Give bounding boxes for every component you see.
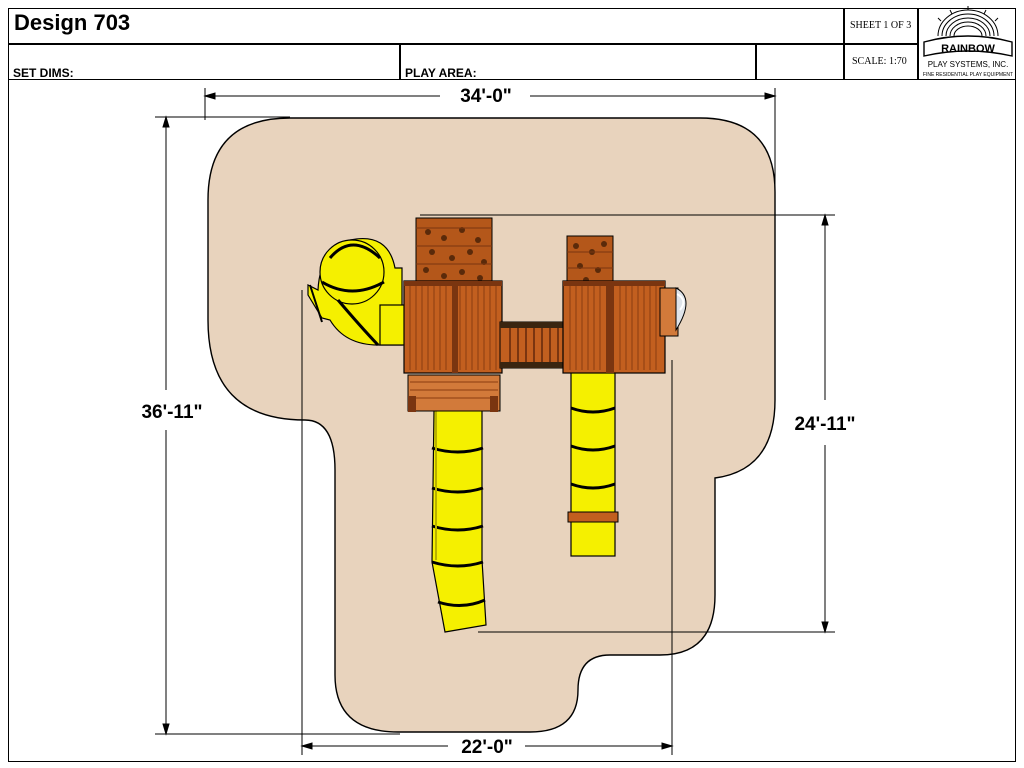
dim-width-bottom: 22'-0" [461, 737, 513, 758]
page-title: Design 703 [14, 10, 131, 35]
set-dims-label: SET DIMS: [13, 66, 74, 80]
blank-cell [756, 44, 844, 80]
play-area-label: PLAY AREA: [405, 66, 477, 80]
spiral-tube-slide [307, 238, 407, 347]
tower-right [562, 280, 679, 374]
dim-width-top: 34'-0" [460, 86, 512, 107]
tower-left [403, 280, 503, 412]
rock-climber-right [566, 235, 614, 287]
logo-tagline: FINE RESIDENTIAL PLAY EQUIPMENT [923, 72, 1013, 78]
dim-height-left: 36'-11" [141, 402, 202, 423]
sheet-cell [844, 8, 918, 44]
tube-slide-left [431, 409, 487, 633]
scale-cell [844, 44, 918, 80]
tube-slide-right [567, 367, 619, 557]
scale-label: SCALE: 1:70 [852, 56, 907, 67]
logo-company: PLAY SYSTEMS, INC. [928, 60, 1009, 69]
sheet-label: SHEET 1 OF 3 [850, 20, 912, 31]
rainbow-logo: RAINBOW PLAY SYSTEMS, INC. FINE RESIDENT… [923, 6, 1013, 78]
play-area-shape [207, 117, 776, 733]
set-dims-cell [8, 44, 400, 80]
bridge [499, 321, 567, 369]
rock-climber-left [415, 217, 493, 287]
periscope-dome [675, 287, 687, 332]
dim-height-right: 24'-11" [794, 414, 855, 435]
play-area-cell [400, 44, 756, 80]
dimension-lines [155, 88, 835, 755]
title-block [8, 8, 844, 44]
logo-name: RAINBOW [941, 43, 995, 55]
